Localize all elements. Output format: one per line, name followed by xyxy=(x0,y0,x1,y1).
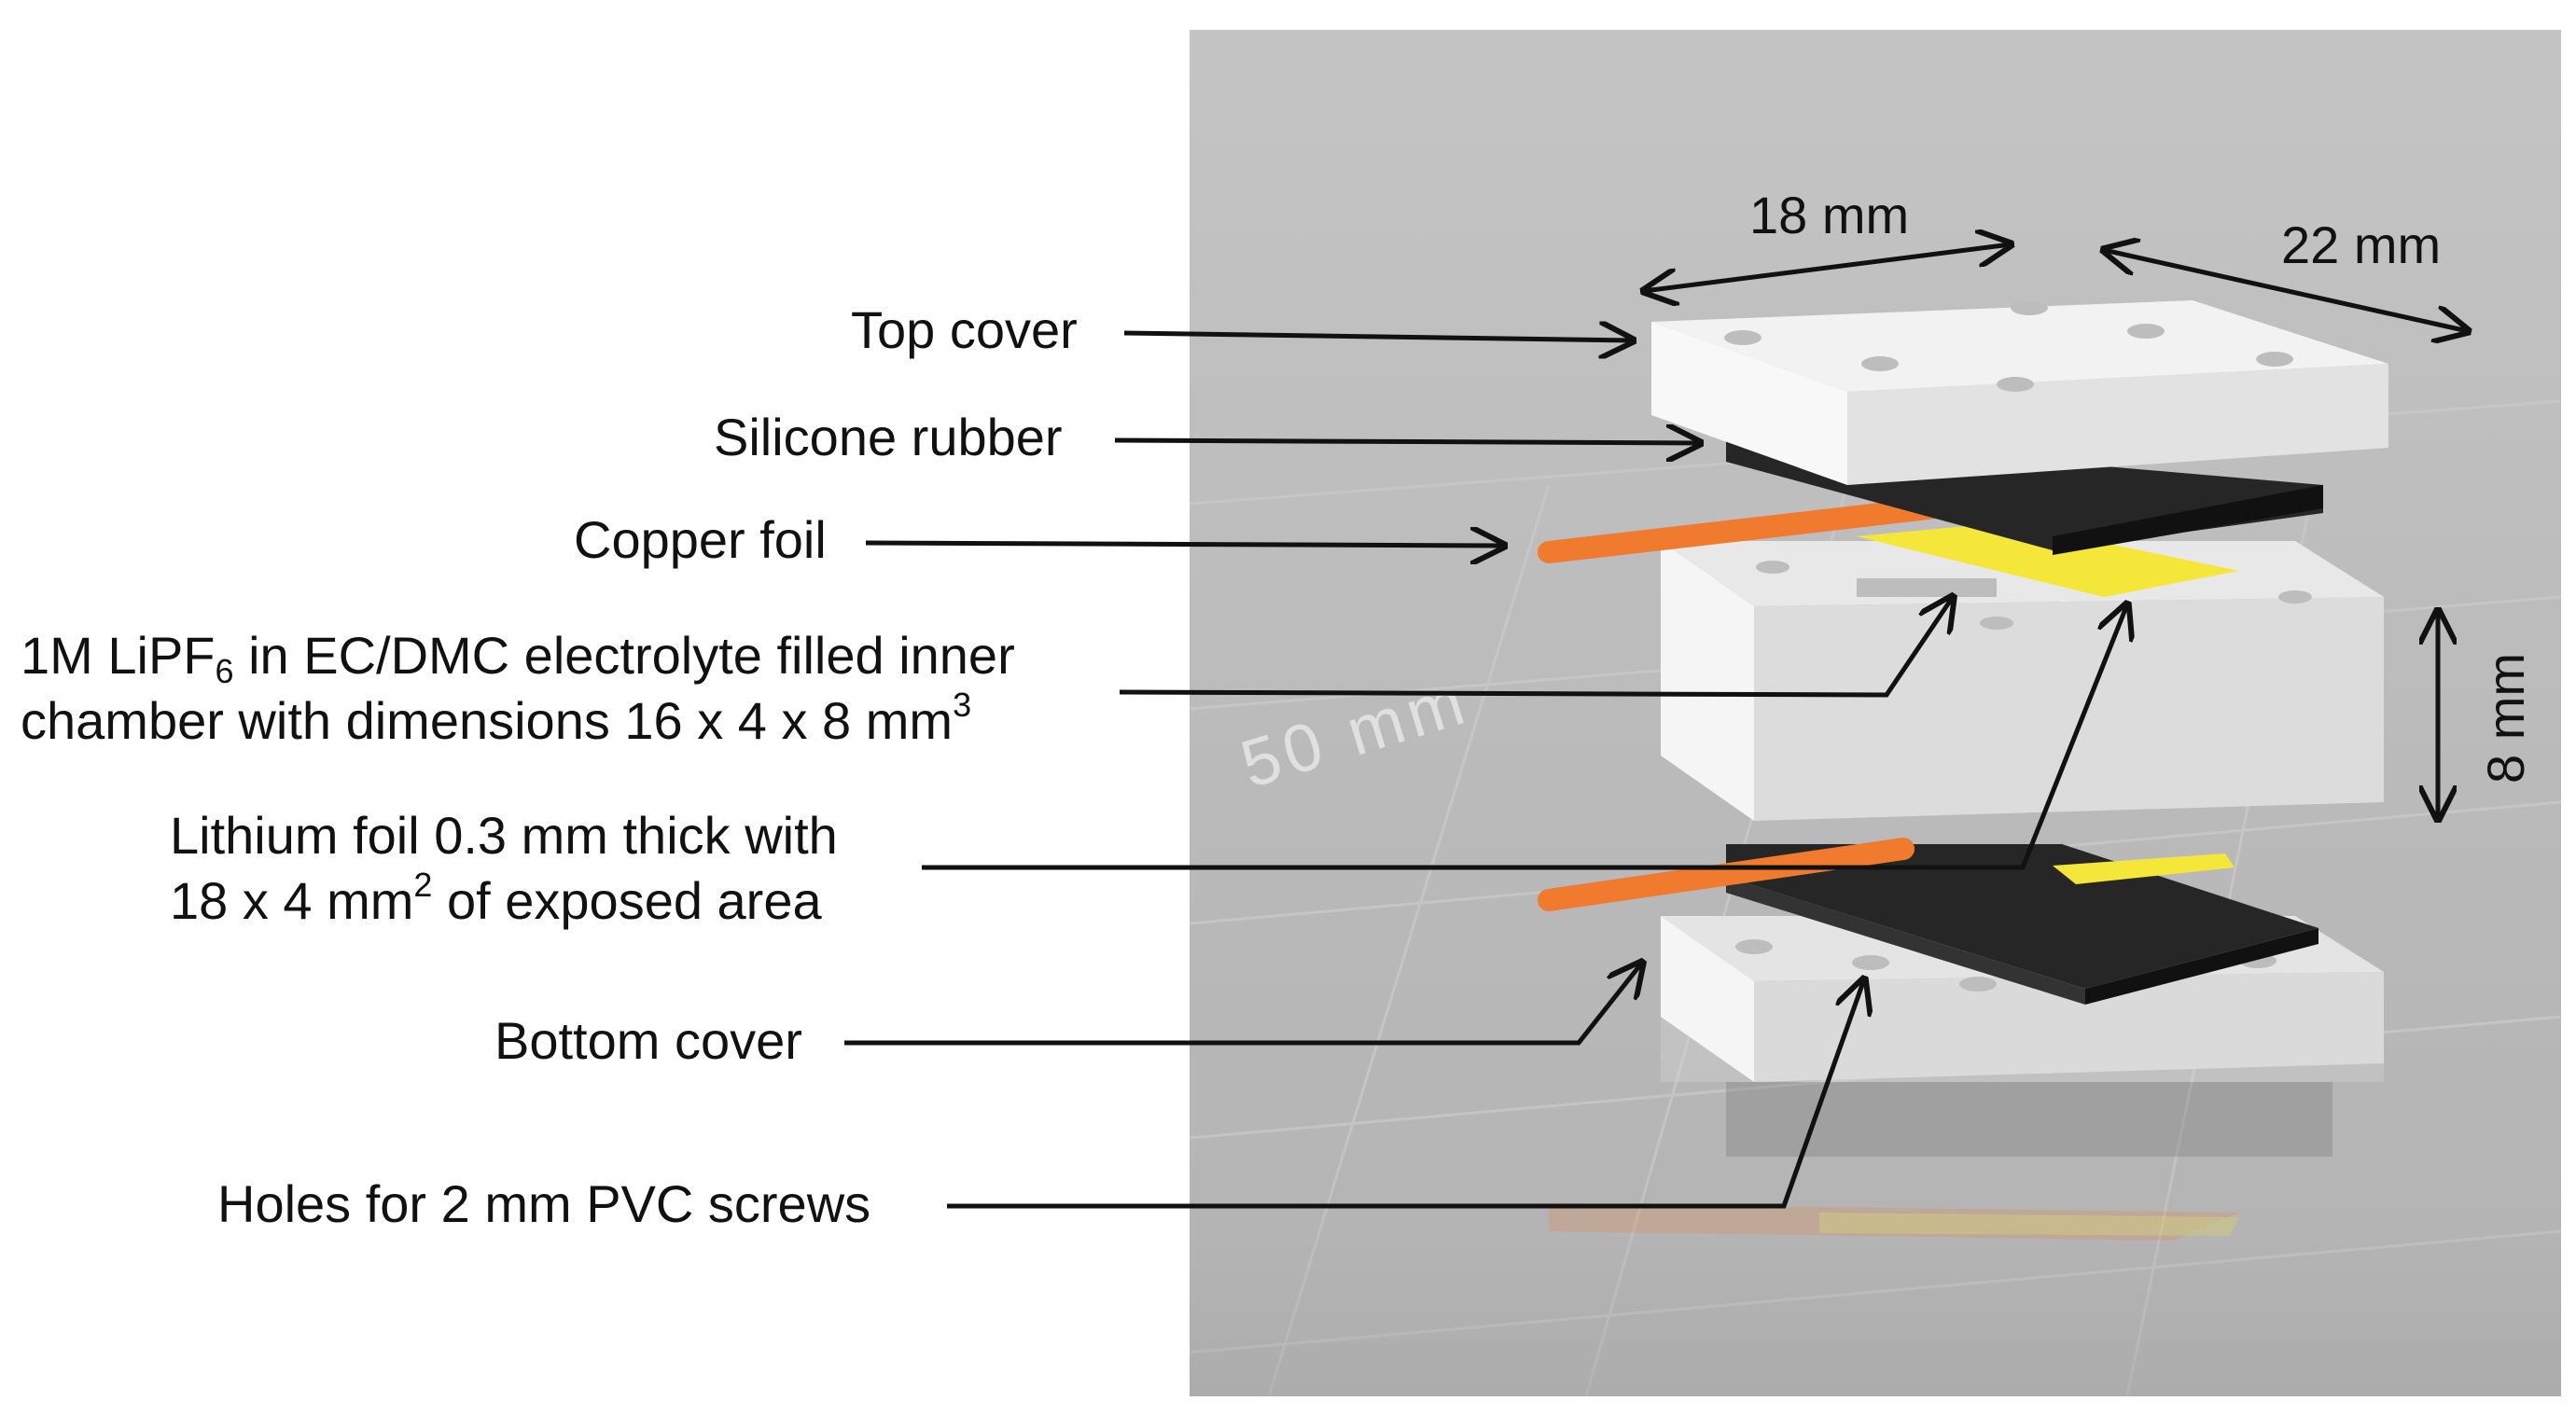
leader-silicone-rubber xyxy=(1114,440,1700,443)
label-lithium-line1: Lithium foil 0.3 mm thick with xyxy=(170,806,838,865)
leader-holes xyxy=(947,979,1864,1209)
bottom-silicone-rubber xyxy=(1726,844,2318,1005)
label-silicone-rubber: Silicone rubber xyxy=(714,408,1063,466)
chamber-block xyxy=(1661,541,2384,821)
dim-width-arrow xyxy=(1644,244,2011,291)
leader-copper-foil xyxy=(865,543,1504,546)
leader-bottom-cover xyxy=(844,963,1642,1046)
lithium-foil xyxy=(2053,853,2235,884)
label-holes: Holes for 2 mm PVC screws xyxy=(217,1174,870,1233)
yellow-foil-top xyxy=(1857,522,2239,597)
label-bottom-cover: Bottom cover xyxy=(494,1011,802,1070)
top-copper-rod xyxy=(1538,492,1980,563)
dim-depth-label: 22 mm xyxy=(2281,215,2441,274)
dim-width-label: 18 mm xyxy=(1749,186,1909,244)
dim-height-label: 8 mm xyxy=(2476,653,2535,784)
dim-depth-arrow xyxy=(2104,250,2468,331)
label-electrolyte-line2: chamber with dimensions 16 x 4 x 8 mm3 xyxy=(21,686,971,750)
label-lithium-line2: 18 x 4 mm2 of exposed area xyxy=(170,866,822,930)
leader-electrolyte xyxy=(1119,597,1953,698)
label-top-cover: Top cover xyxy=(851,300,1078,359)
bottom-copper-rod xyxy=(1538,838,1915,911)
leader-lithium-foil xyxy=(922,604,2127,870)
label-copper-foil: Copper foil xyxy=(574,510,827,569)
label-electrolyte-line1: 1M LiPF6 in EC/DMC electrolyte filled in… xyxy=(21,626,1015,690)
leader-top-cover xyxy=(1123,333,1633,340)
